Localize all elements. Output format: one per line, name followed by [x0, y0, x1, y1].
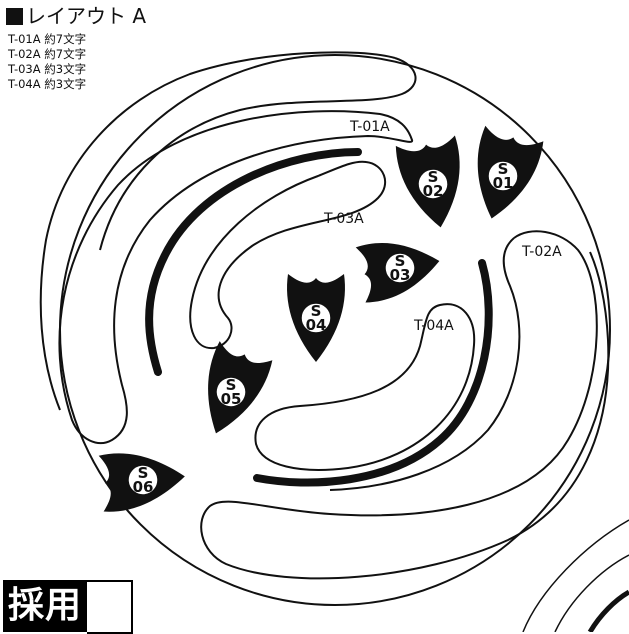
bold-arc-lower-right: [253, 259, 493, 487]
track-label-t04a: T-04A: [413, 318, 454, 334]
bold-arc-upper-left: [145, 148, 362, 376]
marker-badge: [300, 302, 332, 334]
layout-title-text: レイアウト A: [26, 4, 147, 28]
square-icon: [6, 8, 23, 25]
track-label-t03a: T-03A: [323, 211, 364, 227]
adoption-label: 採用: [3, 580, 88, 632]
marker-s03: S 03: [355, 243, 440, 303]
text-length-notes: T-01A 約7文字 T-02A 約7文字 T-03A 約3文字 T-04A 約…: [8, 32, 86, 92]
corner-disc-inner: [554, 554, 629, 632]
marker-s06: S 06: [98, 453, 185, 512]
marker-s01: S 01: [477, 125, 544, 219]
note-line: T-01A 約7文字: [8, 32, 87, 46]
note-line: T-03A 約3文字: [8, 62, 87, 76]
marker-s: S: [138, 464, 149, 482]
note-line: T-02A 約7文字: [8, 47, 87, 61]
layout-title: レイアウト A: [6, 4, 146, 28]
marker-s04: S 04: [287, 274, 345, 362]
marker-badge: [127, 464, 159, 496]
track-t04a-outline: [254, 303, 476, 471]
adoption-checkbox[interactable]: [87, 580, 134, 634]
marker-s05: S 05: [208, 341, 273, 434]
marker-s: S: [226, 376, 237, 394]
marker-s: S: [498, 160, 509, 178]
track-t01a-outline: [58, 110, 413, 445]
marker-badge: [417, 168, 449, 200]
marker-number: 06: [133, 478, 154, 496]
track-t02a-main: [200, 230, 610, 580]
marker-s02: S 02: [395, 135, 460, 228]
track-label-t02a: T-02A: [521, 244, 562, 260]
marker-badge: [384, 252, 416, 284]
marker-badge: [215, 376, 247, 408]
marker-s: S: [395, 252, 406, 270]
marker-number: 01: [493, 174, 514, 192]
note-line: T-04A 約3文字: [8, 77, 87, 91]
track-t01a-upper: [39, 51, 396, 411]
track-label-t01a: T-01A: [349, 119, 390, 135]
corner-disc-outer: [522, 519, 629, 632]
marker-badge: [487, 160, 519, 192]
marker-number: 05: [221, 390, 242, 408]
adoption-stamp: 採用: [3, 580, 134, 634]
marker-s: S: [428, 168, 439, 186]
track-t01a-cap: [99, 57, 417, 251]
marker-number: 03: [390, 266, 411, 284]
marker-s: S: [311, 302, 322, 320]
marker-number: 04: [306, 316, 327, 334]
track-t02a-return: [329, 237, 521, 491]
marker-number: 02: [423, 182, 444, 200]
track-t03a-outline: [189, 160, 387, 350]
corner-disc-bold: [587, 589, 629, 632]
